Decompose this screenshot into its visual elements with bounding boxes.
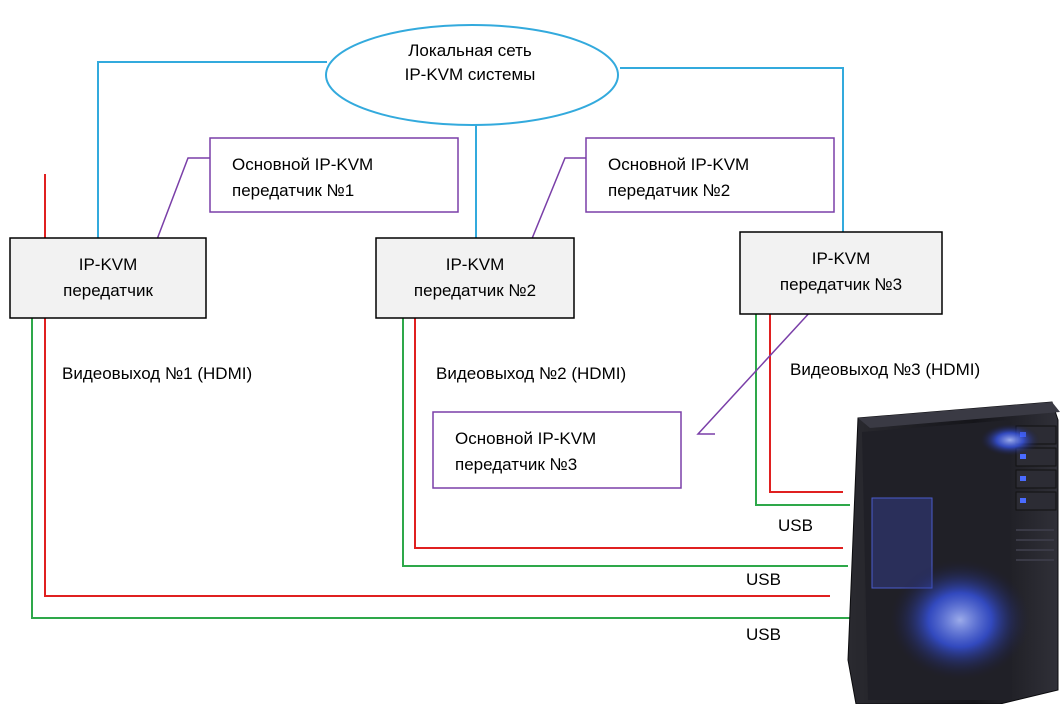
callout-3: Основной IP-KVM передатчик №3 — [432, 411, 682, 489]
callout-2-line1: Основной IP-KVM — [608, 155, 749, 174]
network-link-3 — [620, 67, 844, 232]
network-link-1 — [97, 61, 327, 238]
callout-3-line2: передатчик №3 — [455, 455, 577, 474]
usb-label-1: USB — [746, 625, 781, 644]
device-2: IP-KVM передатчик №2 — [375, 237, 575, 319]
device-1-line1: IP-KVM — [79, 255, 138, 274]
device-box-3 — [739, 231, 943, 315]
callout-3-line1: Основной IP-KVM — [455, 429, 596, 448]
pc-front-vents — [1016, 529, 1054, 561]
callout-leader-1 — [147, 157, 210, 264]
usb-label-2: USB — [746, 570, 781, 589]
usb-cables — [31, 314, 850, 619]
callout-1-line1: Основной IP-KVM — [232, 155, 373, 174]
video-label-2: Видеовыход №2 (HDMI) — [436, 364, 626, 383]
video-label-1: Видеовыход №1 (HDMI) — [62, 364, 252, 383]
network-links — [97, 61, 844, 238]
callout-box-3 — [432, 411, 682, 489]
callout-2: Основной IP-KVM передатчик №2 — [585, 137, 835, 213]
video-label-3: Видеовыход №3 (HDMI) — [790, 360, 980, 379]
usb-cable-3 — [755, 314, 850, 506]
network-label-line2: IP-KVM системы — [405, 65, 536, 84]
pc-tower-icon — [847, 401, 1060, 704]
device-1: IP-KVM передатчик — [9, 237, 207, 319]
device-3-line2: передатчик №3 — [780, 275, 902, 294]
hdmi-cable-3 — [769, 314, 843, 493]
device-2-line2: передатчик №2 — [414, 281, 536, 300]
pc-front-glow — [890, 560, 1030, 680]
device-3-line1: IP-KVM — [812, 249, 871, 268]
device-box-2 — [375, 237, 575, 319]
device-1-line2: передатчик — [63, 281, 153, 300]
callout-leader-3 — [696, 309, 813, 435]
hdmi-cable-2 — [414, 318, 843, 549]
callout-leader-2 — [521, 157, 586, 264]
network-label-line1: Локальная сеть — [408, 41, 532, 60]
callout-leaders — [147, 157, 813, 435]
usb-label-3: USB — [778, 516, 813, 535]
network-node: Локальная сеть IP-KVM системы — [325, 24, 619, 126]
usb-cable-1 — [31, 318, 850, 619]
callout-1: Основной IP-KVM передатчик №1 — [209, 137, 459, 213]
network-ellipse — [325, 24, 619, 126]
callout-2-line2: передатчик №2 — [608, 181, 730, 200]
device-3: IP-KVM передатчик №3 — [739, 231, 943, 315]
callout-box-2 — [585, 137, 835, 213]
usb-cable-2 — [402, 318, 848, 567]
callout-box-1 — [209, 137, 459, 213]
device-2-line1: IP-KVM — [446, 255, 505, 274]
pc-top-glow — [980, 424, 1040, 456]
pc-case-top — [858, 402, 1060, 428]
device-box-1 — [9, 237, 207, 319]
callout-1-line2: передатчик №1 — [232, 181, 354, 200]
